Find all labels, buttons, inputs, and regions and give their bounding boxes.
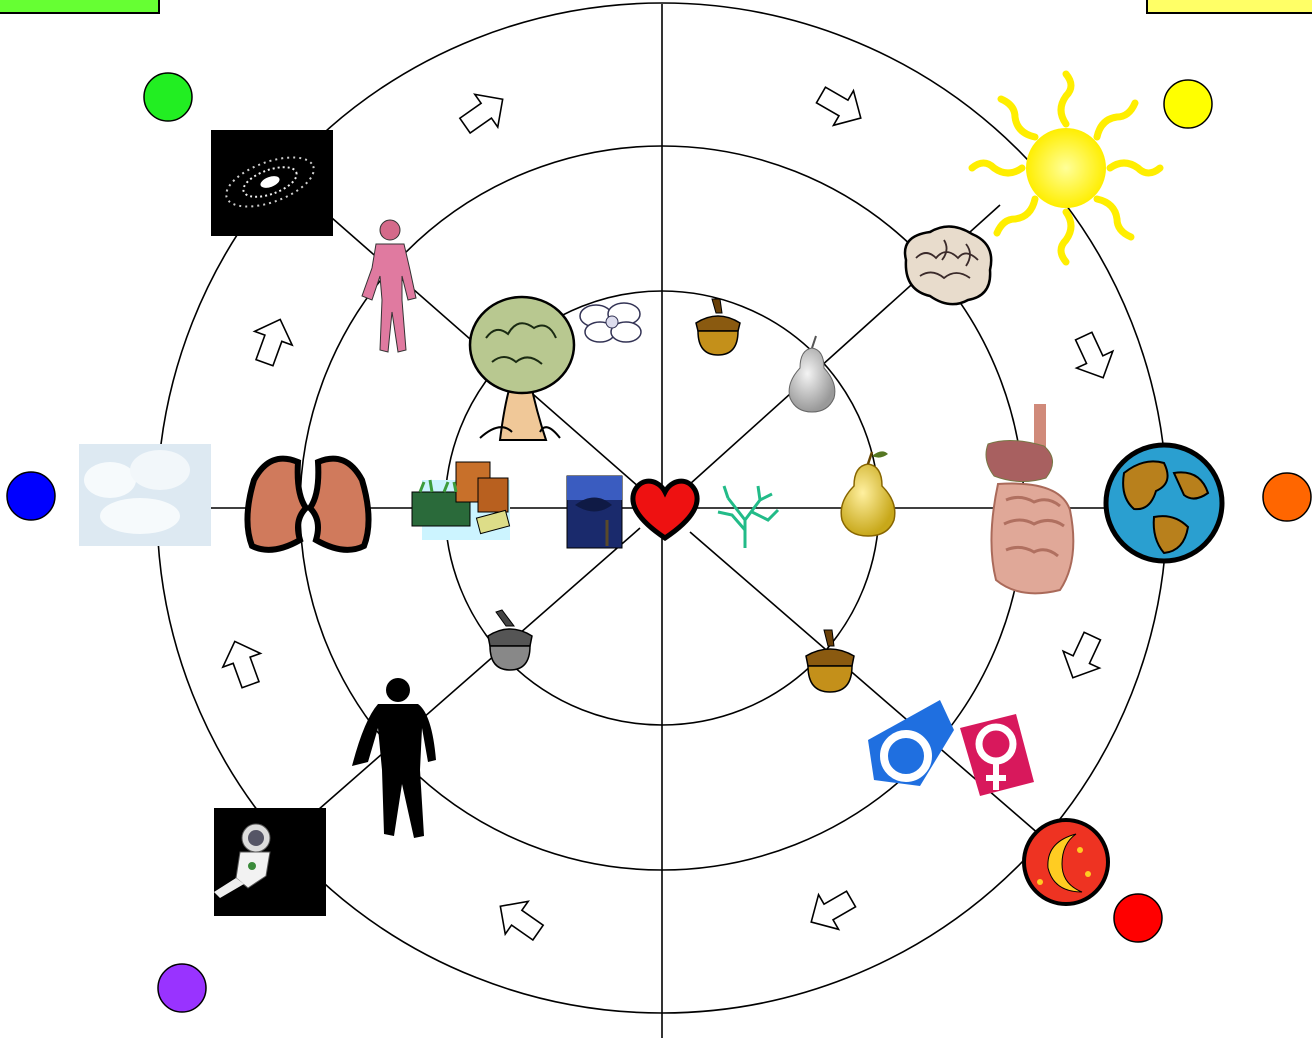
clouds-icon xyxy=(79,444,211,546)
heart-icon xyxy=(633,481,697,538)
lungs-icon xyxy=(247,459,368,550)
astronaut-icon xyxy=(214,808,326,916)
sun-icon xyxy=(972,74,1160,262)
yellow-pear-icon xyxy=(841,451,895,536)
red-dot xyxy=(1114,894,1162,942)
orange-dot xyxy=(1263,473,1311,521)
tree-icon xyxy=(470,297,574,440)
brain-icon xyxy=(905,226,991,304)
yellow-dot xyxy=(1164,80,1212,128)
coral-icon xyxy=(718,486,778,548)
arrow-icon xyxy=(1055,628,1111,687)
earth-icon xyxy=(1106,445,1222,561)
muscle-man-icon xyxy=(362,220,416,352)
digestive-system-icon xyxy=(986,404,1073,593)
gender-symbols-icon xyxy=(868,700,1034,796)
blue-dot xyxy=(7,472,55,520)
gray-pear-icon xyxy=(789,336,835,412)
flower-icon xyxy=(580,303,641,342)
arrow-icon xyxy=(801,882,861,940)
spoke-lower-left xyxy=(318,528,640,810)
fish-tank-icon xyxy=(567,476,622,548)
silhouette-man-icon xyxy=(352,678,436,838)
galaxy-icon xyxy=(211,130,333,236)
gray-acorn-icon xyxy=(488,610,532,670)
arrow-icon xyxy=(216,635,269,692)
arrow-icon xyxy=(454,83,515,142)
arrow-icon xyxy=(246,313,299,370)
moon-icon xyxy=(1024,820,1108,904)
arrow-icon xyxy=(489,890,550,949)
acorn-icon xyxy=(696,299,740,355)
green-dot xyxy=(144,73,192,121)
arrow-icon xyxy=(1066,328,1122,387)
arrow-icon xyxy=(811,78,871,136)
purple-dot xyxy=(158,964,206,1012)
seedling-pots-icon xyxy=(412,462,510,540)
